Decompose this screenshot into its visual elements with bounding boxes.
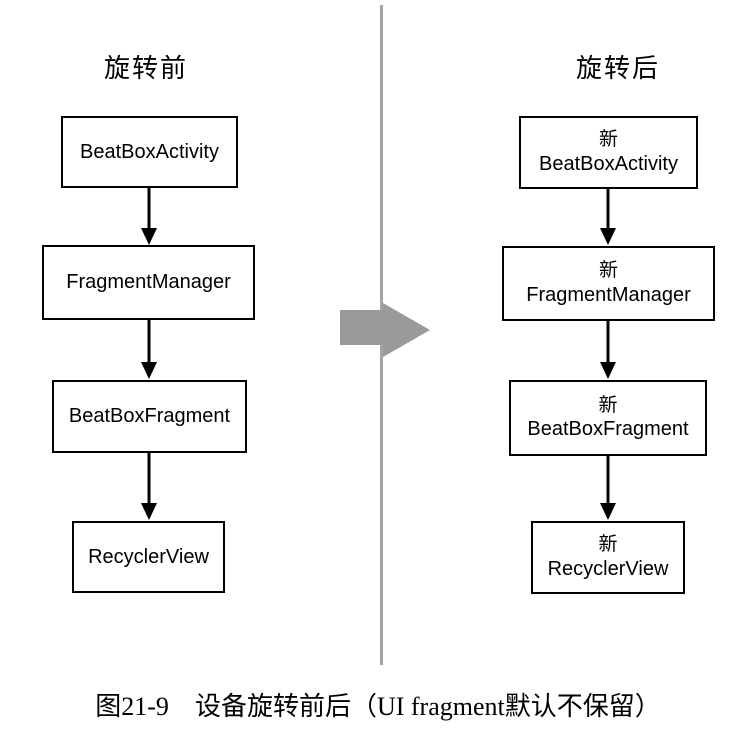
node-prefix: 新 bbox=[598, 129, 618, 151]
node-label: RecyclerView bbox=[547, 557, 669, 580]
flow-arrow bbox=[600, 321, 616, 379]
node-new-fragmentmanager: 新 FragmentManager bbox=[502, 246, 715, 321]
node-new-beatboxfragment: 新 BeatBoxFragment bbox=[509, 380, 707, 456]
node-prefix: 新 bbox=[598, 534, 618, 556]
figure-caption: 图21-9 设备旋转前后（UI fragment默认不保留） bbox=[0, 686, 756, 723]
node-recyclerview: RecyclerView bbox=[72, 521, 225, 593]
flow-arrow bbox=[141, 453, 157, 520]
before-rotation-title: 旋转前 bbox=[103, 53, 188, 83]
node-new-beatboxactivity: 新 BeatBoxActivity bbox=[519, 116, 698, 189]
node-label: FragmentManager bbox=[526, 283, 691, 306]
node-label: RecyclerView bbox=[88, 545, 209, 568]
node-beatboxactivity: BeatBoxActivity bbox=[61, 116, 238, 188]
flow-arrow bbox=[600, 189, 616, 245]
figure-caption-text: 设备旋转前后（UI fragment默认不保留） bbox=[194, 692, 661, 721]
node-prefix: 新 bbox=[598, 260, 618, 282]
node-new-recyclerview: 新 RecyclerView bbox=[531, 521, 685, 594]
figure-number: 图21-9 bbox=[95, 692, 169, 721]
flow-arrow bbox=[141, 188, 157, 245]
node-beatboxfragment: BeatBoxFragment bbox=[52, 380, 247, 453]
node-label: BeatBoxFragment bbox=[68, 405, 231, 427]
after-rotation-title: 旋转后 bbox=[575, 53, 660, 83]
flow-arrow bbox=[141, 320, 157, 379]
node-label: FragmentManager bbox=[66, 271, 231, 293]
right-arrow-icon bbox=[340, 303, 430, 357]
node-label: BeatBoxActivity bbox=[80, 140, 219, 163]
flow-arrow bbox=[600, 456, 616, 520]
node-fragmentmanager: FragmentManager bbox=[42, 245, 255, 320]
node-label: BeatBoxFragment bbox=[527, 418, 689, 441]
node-label: BeatBoxActivity bbox=[539, 152, 678, 175]
node-prefix: 新 bbox=[598, 394, 618, 416]
